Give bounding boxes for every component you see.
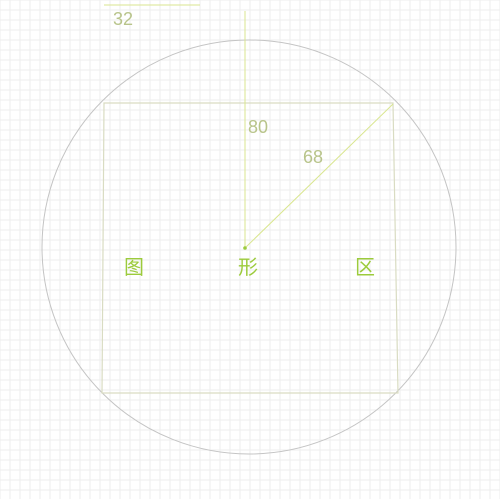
outer-circle (41, 39, 457, 455)
diagonal-line (244, 103, 394, 249)
graphic-area-char-1: 图 (124, 255, 144, 279)
radius-label: 80 (248, 117, 269, 137)
graphic-area-char-3: 区 (355, 255, 375, 279)
graphic-area-char-2: 形 (238, 255, 258, 279)
inner-square (101, 102, 399, 394)
margin-label: 32 (113, 9, 134, 29)
diagonal-label: 68 (303, 147, 324, 167)
center-point (243, 246, 247, 250)
